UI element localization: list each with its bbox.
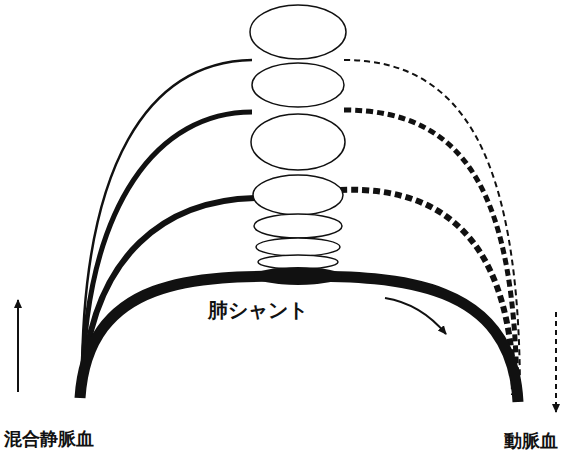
- alveolus: [251, 114, 345, 170]
- flow-arrow: [555, 312, 557, 412]
- shunt-label: 肺シャント: [208, 298, 308, 322]
- inflow-curve: [82, 60, 252, 392]
- alveolus: [256, 238, 340, 256]
- collapsed-alveolus: [254, 267, 342, 285]
- alveolus: [254, 214, 342, 238]
- inflow-curve: [82, 112, 252, 392]
- outflow-curve: [344, 60, 520, 395]
- alveolus: [253, 175, 343, 215]
- alveolus: [258, 255, 338, 269]
- shunt-arc: [80, 276, 518, 402]
- alveolus: [252, 63, 344, 107]
- inflow-curve: [82, 198, 255, 392]
- flow-arrow: [17, 300, 19, 392]
- alveolus: [250, 5, 346, 59]
- inflow-label: 混合静脈血: [4, 428, 94, 450]
- outflow-label: 動脈血: [504, 430, 558, 452]
- flow-arrow: [385, 298, 446, 334]
- outflow-curve: [344, 110, 517, 395]
